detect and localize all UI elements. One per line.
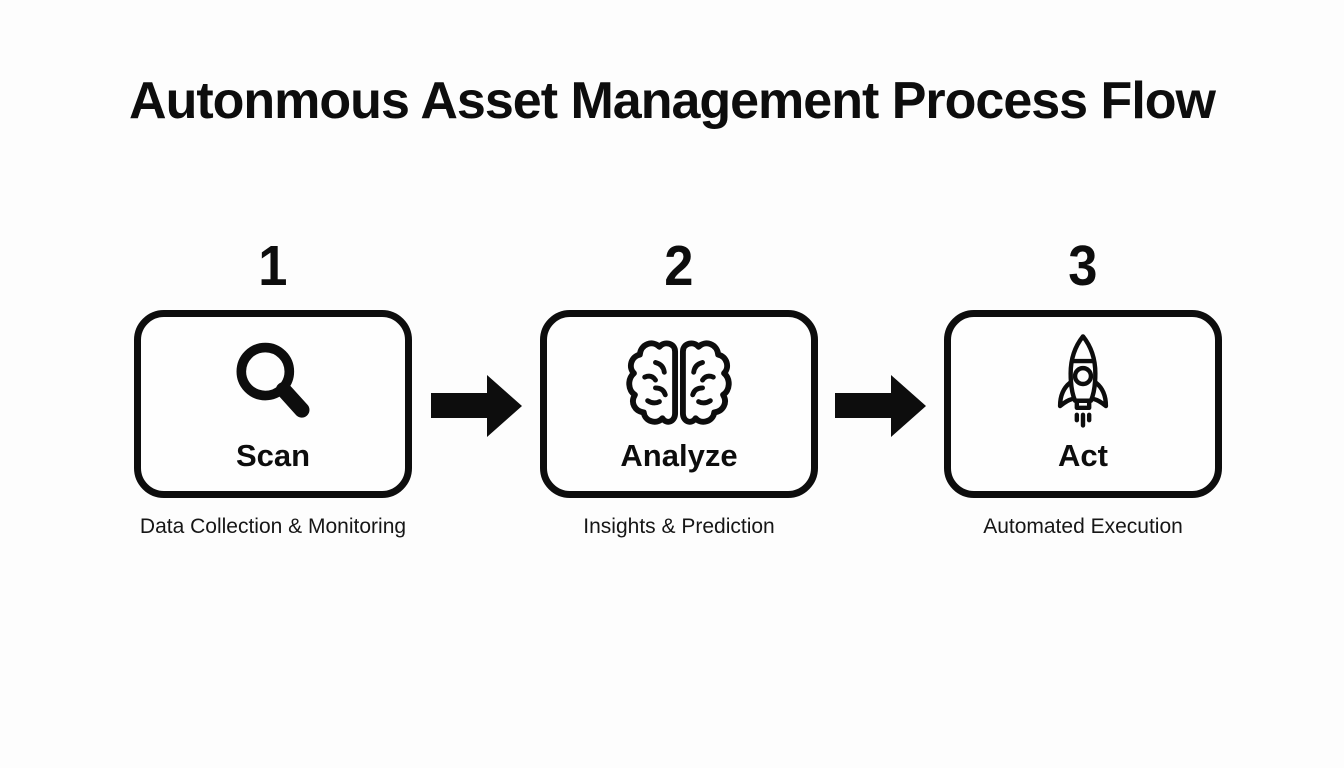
magnifying-glass-icon <box>225 331 321 437</box>
step-box-act: Act <box>944 310 1222 498</box>
step-box-scan: Scan <box>134 310 412 498</box>
step-subtitle: Automated Execution <box>983 515 1183 538</box>
arrow-right-icon <box>431 375 522 437</box>
step-label: Scan <box>235 438 311 473</box>
step-scan: 1 Scan Data Collection & Monitoring <box>134 238 412 539</box>
step-analyze: 2 <box>540 238 818 539</box>
page-title: Autonmous Asset Management Process Flow <box>129 71 1216 130</box>
arrow-right-icon <box>835 375 926 437</box>
step-number: 2 <box>664 234 694 298</box>
step-box-analyze: Analyze <box>540 310 818 498</box>
rocket-icon <box>1042 331 1124 437</box>
step-label: Act <box>1058 438 1108 473</box>
step-subtitle: Data Collection & Monitoring <box>139 515 407 538</box>
brain-icon <box>625 331 733 437</box>
step-subtitle: Insights & Prediction <box>583 515 775 538</box>
step-number: 1 <box>258 234 288 298</box>
step-act: 3 Act Automated Execution <box>944 238 1222 539</box>
step-number: 3 <box>1068 234 1098 298</box>
step-label: Analyze <box>620 438 738 473</box>
